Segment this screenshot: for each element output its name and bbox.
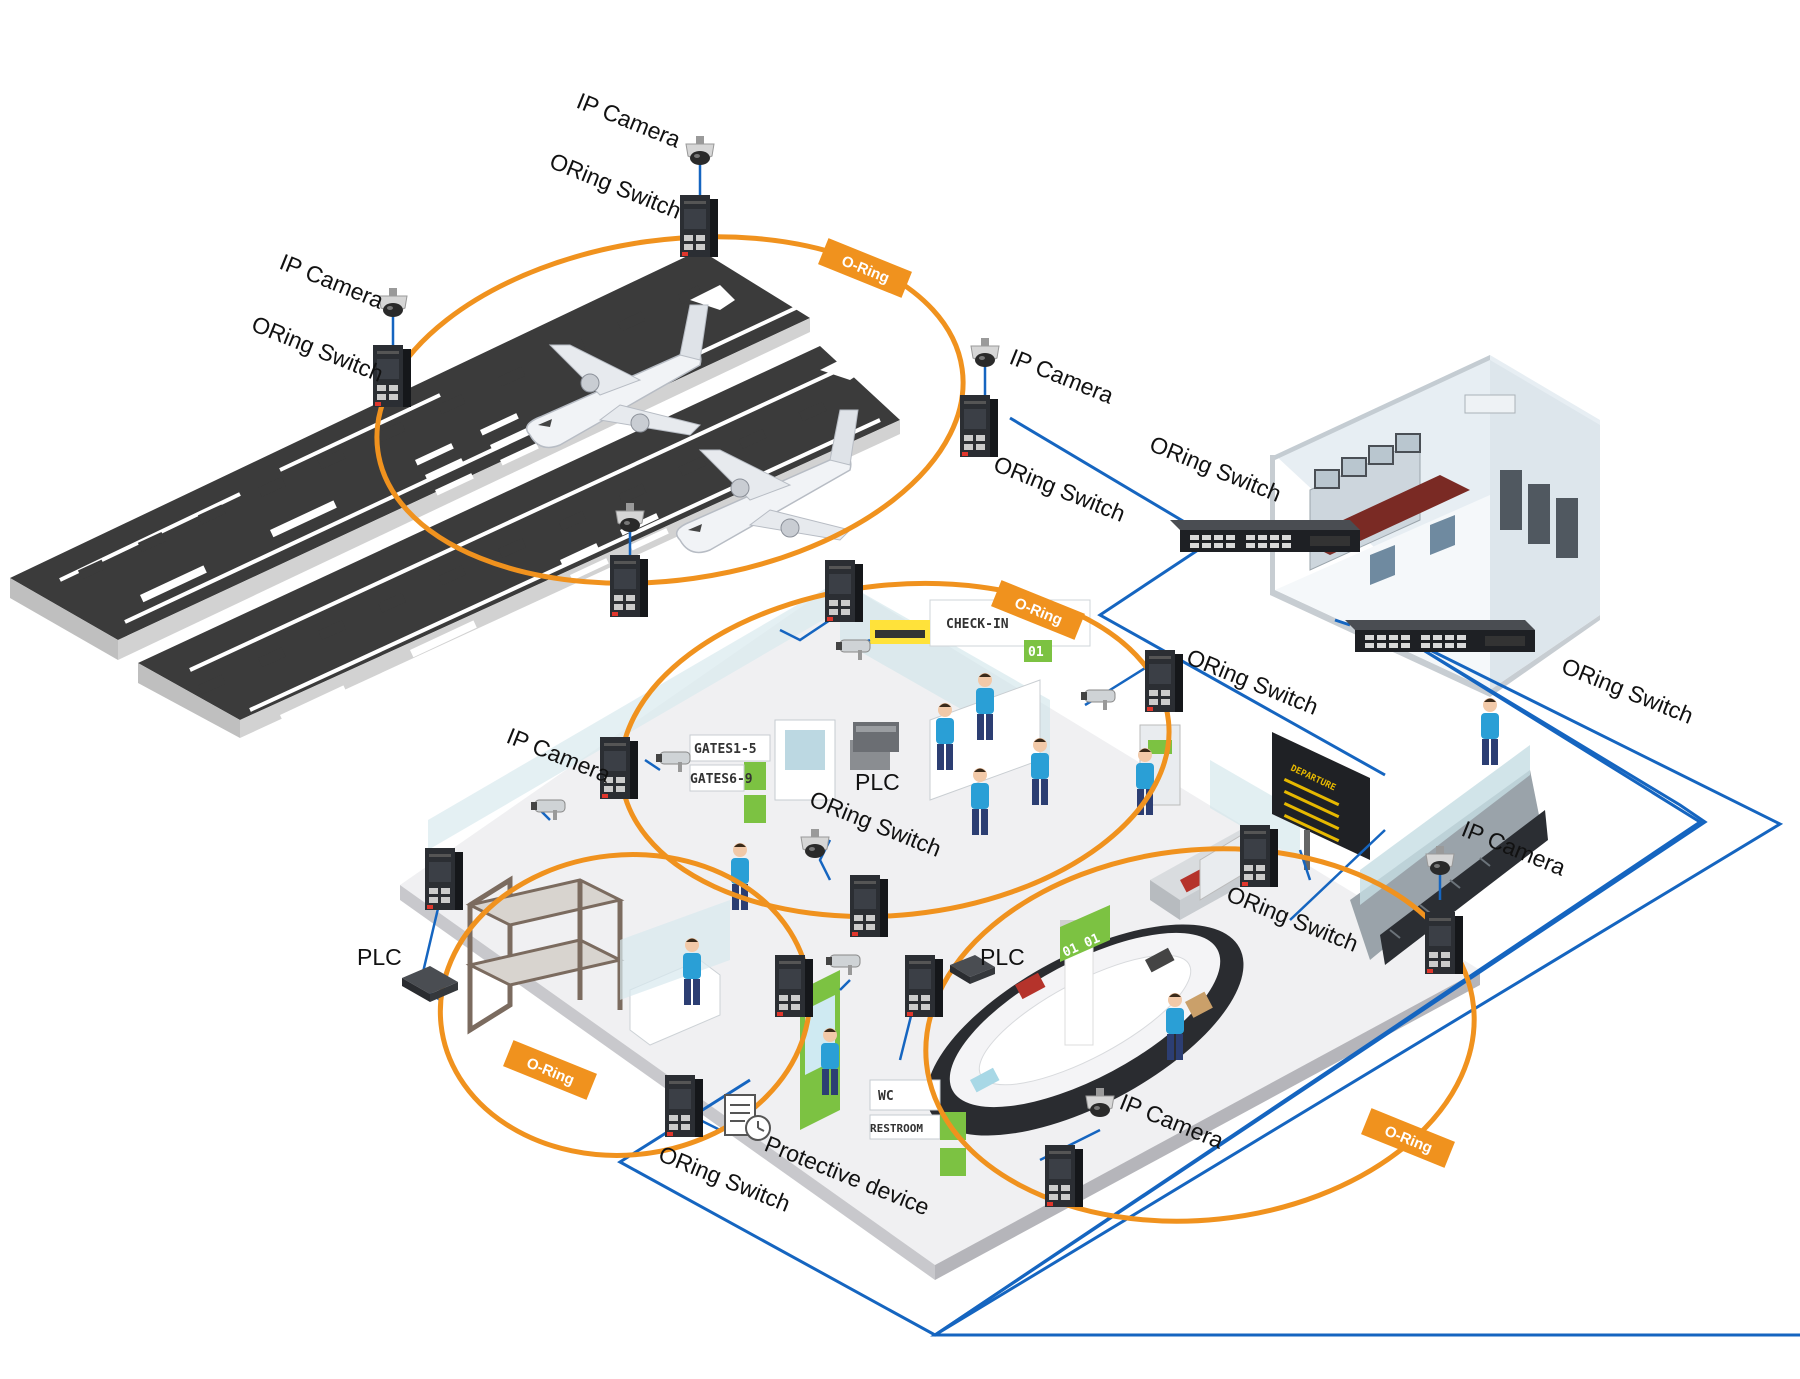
- oring-switch-label: ORing Switch: [1146, 431, 1285, 507]
- ip-camera-icon[interactable]: [685, 135, 715, 166]
- oring-switch-icon[interactable]: [1145, 650, 1183, 712]
- oring-switch-icon[interactable]: [680, 195, 718, 257]
- ip-camera-label: IP Camera: [276, 249, 387, 314]
- oring-switch-icon[interactable]: [425, 848, 463, 910]
- plc-label: PLC: [357, 944, 402, 970]
- ip-camera-label: IP Camera: [573, 88, 684, 153]
- oring-switch-icon[interactable]: [1425, 912, 1463, 974]
- oring-switch-icon[interactable]: [1240, 825, 1278, 887]
- o-ring-tag: O-Ring: [818, 238, 912, 298]
- fiber-links: [617, 416, 1800, 1337]
- oring-switch-icon[interactable]: [960, 395, 998, 457]
- plc-label: PLC: [980, 944, 1025, 970]
- oring-switch-icon[interactable]: [1045, 1145, 1083, 1207]
- oring-switch-icon[interactable]: [665, 1075, 703, 1137]
- baggage-carousel: 01 01: [926, 905, 1244, 1136]
- oring-switch-icon[interactable]: [775, 955, 813, 1017]
- protective-device-icon[interactable]: [724, 1094, 771, 1141]
- plc-icon[interactable]: [950, 955, 995, 984]
- gates-sign: GATES1-5 GATES6-9: [689, 719, 836, 823]
- ip-camera-icon[interactable]: [970, 337, 1000, 368]
- oring-switch-icon[interactable]: [850, 875, 888, 937]
- oring-switch-icon[interactable]: [825, 560, 863, 622]
- plc-label: PLC: [855, 769, 900, 795]
- o-ring-tag: O-Ring: [503, 1040, 597, 1100]
- ip-camera-label: IP Camera: [1006, 344, 1117, 409]
- oring-switch-label: ORing Switch: [990, 451, 1129, 527]
- rack-switch-icon[interactable]: [1345, 620, 1535, 652]
- o-ring-tag: O-Ring: [1361, 1108, 1455, 1168]
- oring-switch-label: ORing Switch: [1558, 653, 1697, 729]
- check-in-sign: CHECK-IN: [946, 617, 1009, 632]
- bullet-camera-icon[interactable]: [1080, 689, 1116, 711]
- gates-1-label: GATES1-5: [694, 742, 757, 757]
- wc-label: WC: [878, 1089, 894, 1104]
- oring-switch-label: ORing Switch: [546, 148, 685, 224]
- oring-switch-label: ORing Switch: [1183, 644, 1322, 720]
- oring-switch-icon[interactable]: [610, 555, 648, 617]
- check-in-number: 01: [1028, 645, 1044, 660]
- rack-switch-icon[interactable]: [1170, 520, 1360, 552]
- plc-icon[interactable]: [853, 722, 899, 752]
- gates-2-label: GATES6-9: [690, 772, 753, 787]
- departure-board: DEPARTURE: [1272, 732, 1370, 870]
- restroom-label: RESTROOM: [870, 1122, 923, 1135]
- control-room: [1270, 355, 1600, 697]
- plc-icon[interactable]: [402, 966, 458, 1002]
- oring-switch-icon[interactable]: [905, 955, 943, 1017]
- oring-switch-label: ORing Switch: [248, 311, 387, 387]
